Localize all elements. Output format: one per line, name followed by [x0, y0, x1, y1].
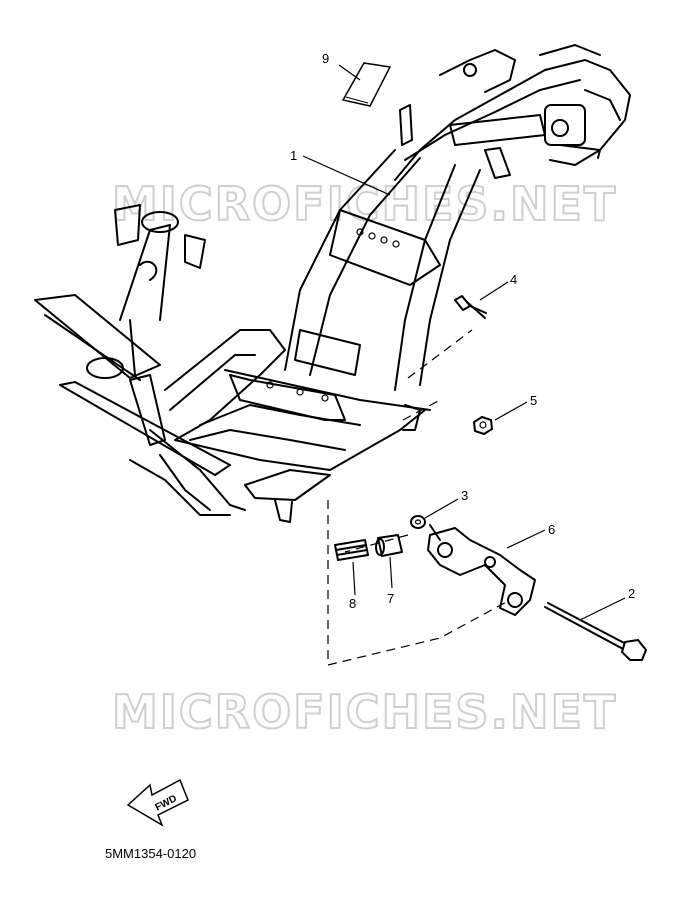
part-2-long-bolt	[544, 602, 648, 661]
drawing-code: 5MM1354-0120	[105, 846, 196, 861]
part-5-nut	[472, 415, 494, 436]
part-4-bolt	[454, 295, 487, 319]
callout-2: 2	[628, 586, 635, 601]
watermark-bottom: MICROFICHES.NET	[112, 685, 617, 739]
part-7-collar	[375, 534, 403, 557]
assembly-line-nut	[402, 399, 441, 421]
callout-1: 1	[290, 148, 297, 163]
watermark-top: MICROFICHES.NET	[112, 177, 617, 231]
callout-6: 6	[548, 522, 555, 537]
assembly-line-vertical	[327, 500, 511, 666]
callout-7: 7	[387, 591, 394, 606]
callout-8: 8	[349, 596, 356, 611]
callout-9: 9	[322, 51, 329, 66]
callout-4: 4	[510, 272, 517, 287]
callout-3: 3	[461, 488, 468, 503]
fwd-arrow-icon: FWD	[126, 778, 189, 827]
part-9-label-plate	[341, 62, 392, 107]
part-6-side-stand	[427, 524, 536, 616]
part-8-spring	[334, 539, 369, 561]
assembly-line-washer	[344, 534, 409, 553]
frame-assembly	[34, 44, 631, 523]
assembly-line-frame	[407, 329, 473, 379]
callout-5: 5	[530, 393, 537, 408]
part-3-washer	[410, 515, 426, 529]
